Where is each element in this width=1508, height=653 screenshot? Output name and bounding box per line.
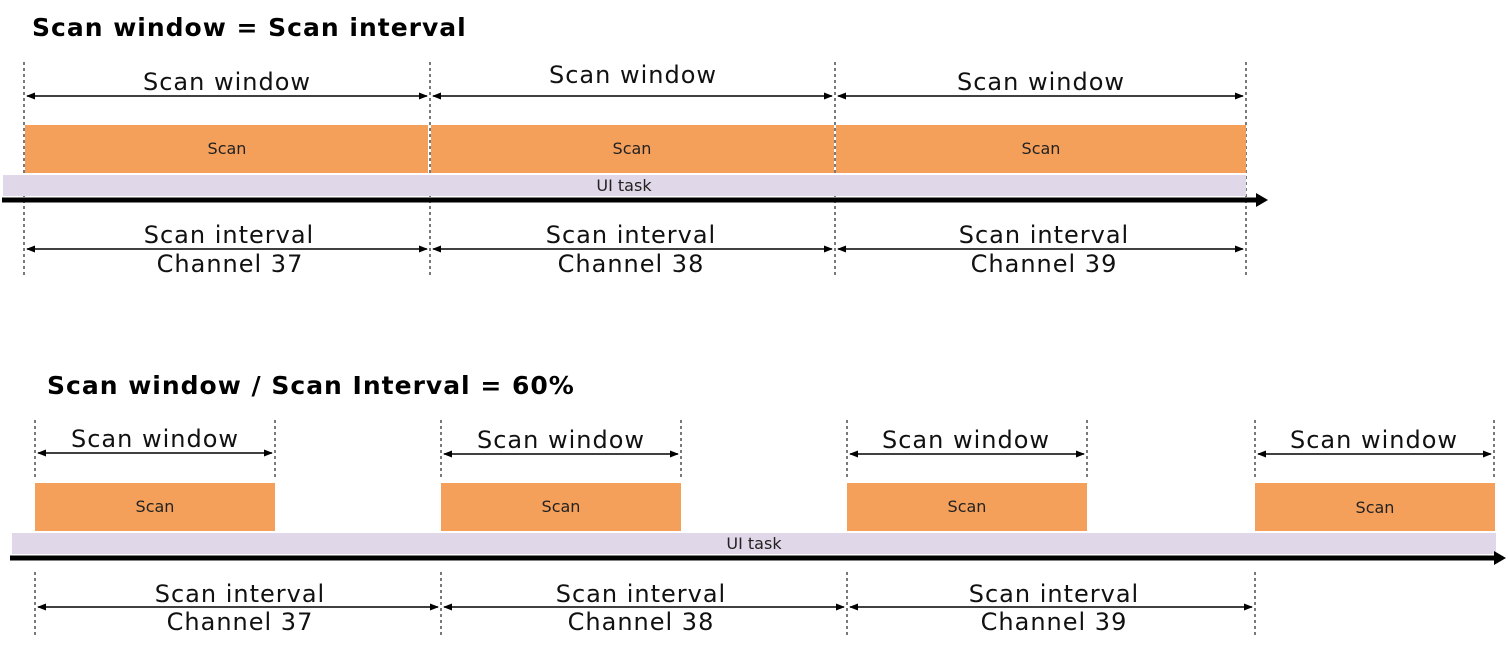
- panel-sixty-percent: Scan window / Scan Interval = 60% Scan w…: [10, 371, 1506, 637]
- channel-label: Channel 38: [558, 250, 705, 278]
- scan-window-label: Scan window: [71, 425, 239, 453]
- scan-bar: [431, 125, 834, 173]
- scan-window-label: Scan window: [477, 426, 645, 454]
- scan-bar: [836, 125, 1246, 173]
- time-axis-arrowhead: [1494, 551, 1506, 565]
- channel-label: Channel 38: [568, 608, 715, 636]
- scan-bar: [35, 483, 275, 531]
- channel-label: Channel 39: [971, 250, 1118, 278]
- panel-equal: Scan window = Scan interval Scan window …: [2, 13, 1268, 278]
- scan-interval-label: Scan interval: [969, 580, 1139, 608]
- channel-label: Channel 39: [981, 608, 1128, 636]
- scan-window-label: Scan window: [882, 426, 1050, 454]
- panel-title: Scan window = Scan interval: [32, 13, 467, 42]
- ui-task-label: UI task: [726, 534, 782, 553]
- ui-task-bar: [3, 175, 1246, 196]
- scan-window-label: Scan window: [549, 61, 717, 89]
- time-axis-arrowhead: [1256, 193, 1268, 207]
- channel-label: Channel 37: [167, 608, 314, 636]
- channel-label: Channel 37: [157, 250, 304, 278]
- scan-bar: [847, 483, 1087, 531]
- scan-window-label: Scan window: [143, 68, 311, 96]
- scan-bar-label: Scan: [613, 139, 652, 158]
- scan-bar-label: Scan: [542, 497, 581, 516]
- scan-interval-label: Scan interval: [144, 221, 314, 249]
- panel-title: Scan window / Scan Interval = 60%: [47, 371, 575, 400]
- scan-window-label: Scan window: [957, 68, 1125, 96]
- scan-interval-label: Scan interval: [546, 221, 716, 249]
- scan-interval-label: Scan interval: [155, 580, 325, 608]
- scan-bar: [441, 483, 681, 531]
- scan-bar-label: Scan: [1022, 139, 1061, 158]
- scan-interval-label: Scan interval: [959, 221, 1129, 249]
- ui-task-bar: [12, 533, 1496, 554]
- scan-window-label: Scan window: [1290, 426, 1458, 454]
- scan-bar: [1255, 483, 1495, 531]
- scan-bar-label: Scan: [208, 139, 247, 158]
- scan-bar-label: Scan: [948, 497, 987, 516]
- scan-bar-label: Scan: [1356, 498, 1395, 517]
- ui-task-label: UI task: [596, 176, 652, 195]
- scan-bar-label: Scan: [136, 497, 175, 516]
- scan-interval-label: Scan interval: [556, 580, 726, 608]
- scan-bar: [25, 125, 428, 173]
